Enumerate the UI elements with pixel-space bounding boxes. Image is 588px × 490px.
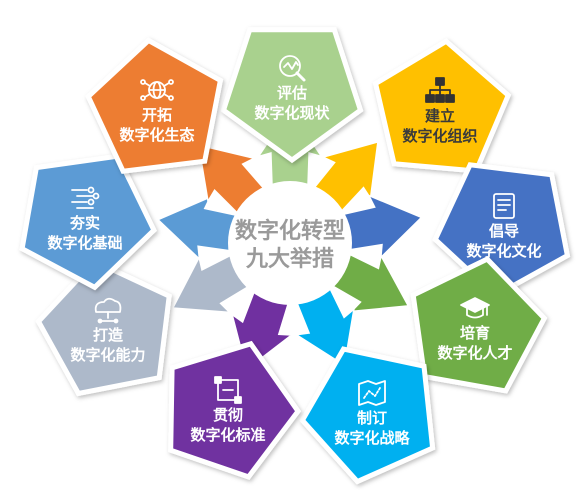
measure-verb: 制订: [357, 409, 387, 427]
measure-topic: 数字化文化: [466, 242, 541, 260]
arrow-5: [294, 285, 355, 367]
graduation-cap-icon: [460, 297, 490, 319]
pentagon-shape: [410, 256, 548, 394]
measure-topic: 数字化现状: [254, 104, 330, 122]
center-hub: 数字化转型 九大举措: [228, 181, 352, 305]
measure-verb: 培育: [460, 324, 490, 342]
arrow-ring: [156, 107, 423, 371]
measure-verb: 打造: [93, 326, 123, 344]
arrow-7: [171, 253, 252, 314]
document-icon: [493, 193, 515, 219]
pentagon-shape: [220, 27, 364, 164]
pentagon-ring: 评估数字化现状建立数字化组织倡导数字化文化培育数字化人才制订数字化战略贯彻数字化…: [19, 27, 571, 485]
center-circle: [228, 181, 352, 305]
center-title-line2: 九大举措: [245, 246, 334, 272]
measure-topic: 数字化战略: [334, 429, 410, 447]
arrow-8: [156, 195, 240, 261]
pentagon-shape: [372, 38, 512, 174]
measure-topic: 数字化组织: [402, 127, 477, 145]
measure-topic: 数字化基础: [47, 234, 122, 252]
measure-verb: 评估: [277, 84, 307, 102]
org-chart-icon: [425, 77, 455, 103]
center-title-line1: 数字化转型: [235, 218, 345, 244]
measure-topic: 数字化标准: [190, 426, 265, 444]
arrow-4: [329, 252, 410, 313]
measure-topic: 数字化能力: [70, 346, 145, 364]
measure-verb: 贯彻: [213, 406, 243, 424]
standard-frame-icon: [214, 376, 242, 404]
analytics-magnifier-icon: [279, 55, 306, 82]
measure-verb: 开拓: [142, 106, 172, 124]
pentagon-shape: [85, 37, 224, 174]
measure-verb: 夯实: [69, 214, 100, 232]
circuit-data-icon: [71, 186, 100, 209]
measure-verb: 倡导: [488, 222, 519, 240]
cloud-network-icon: [94, 297, 122, 324]
pentagon-shape: [299, 346, 436, 485]
measure-topic: 数字化人才: [437, 344, 512, 362]
measure-topic: 数字化生态: [119, 126, 194, 144]
map-route-icon: [358, 380, 386, 406]
globe-network-icon: [140, 79, 174, 101]
measure-verb: 建立: [425, 107, 455, 125]
arrow-3: [339, 194, 423, 260]
pentagon-shape: [168, 340, 302, 480]
